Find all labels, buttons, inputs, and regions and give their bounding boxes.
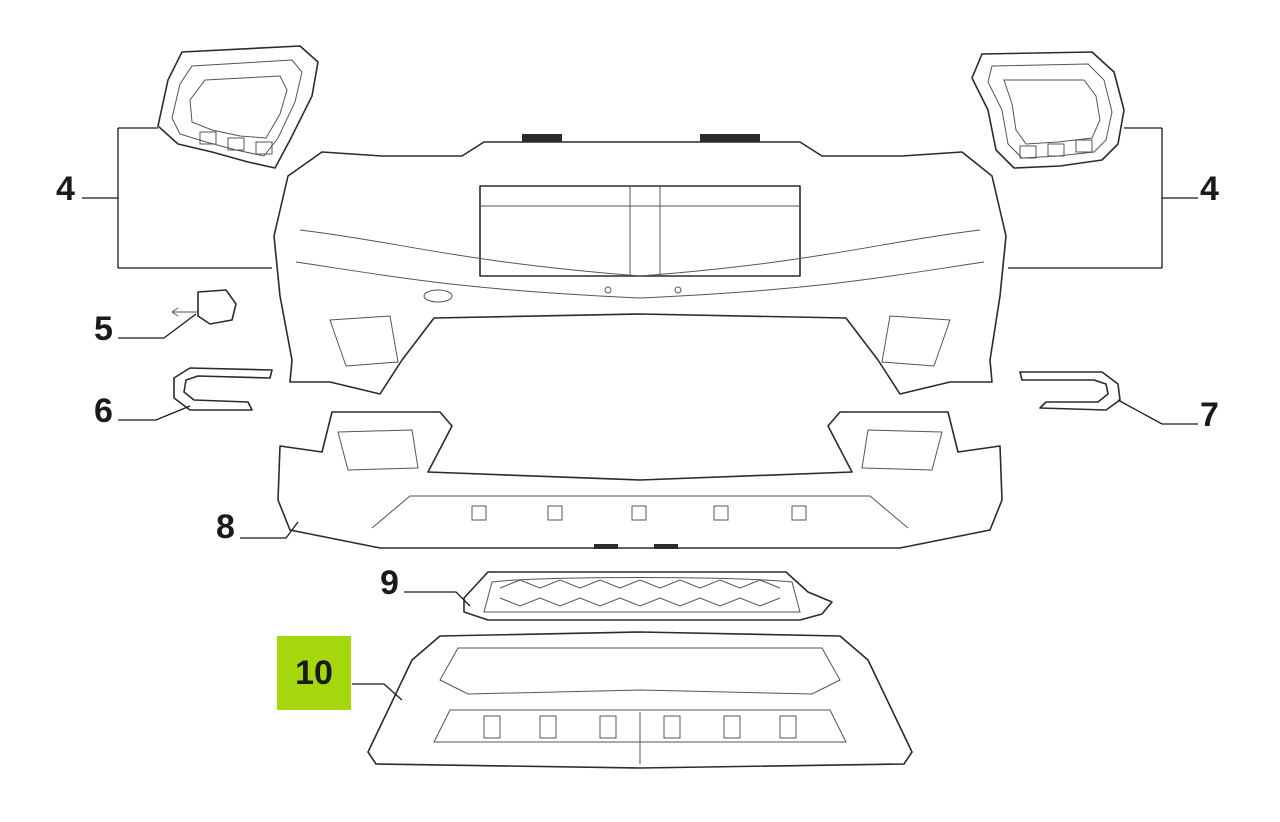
part-9-honeycomb-grille xyxy=(404,571,833,621)
callout-5: 5 xyxy=(94,310,113,348)
part-4-right-lamp-frame xyxy=(971,51,1125,169)
part-4-left-lamp-frame xyxy=(157,45,319,169)
callout-6: 6 xyxy=(94,392,113,430)
part-10-skid-plate xyxy=(352,631,913,769)
callout-4-left: 4 xyxy=(56,170,75,208)
callout-10-highlighted: 10 xyxy=(277,636,351,710)
main-bumper-cover xyxy=(273,134,1007,395)
part-5-tow-hook-cap xyxy=(118,289,237,339)
callout-7: 7 xyxy=(1200,396,1219,434)
callout-9: 9 xyxy=(380,564,399,602)
callout-4-right: 4 xyxy=(1200,170,1219,208)
part-4-leader-brackets xyxy=(82,127,1198,269)
callout-8: 8 xyxy=(216,508,235,546)
part-7-right-trim xyxy=(1019,371,1198,425)
part-6-left-trim xyxy=(118,367,273,421)
part-8-lower-bumper xyxy=(240,411,1003,549)
